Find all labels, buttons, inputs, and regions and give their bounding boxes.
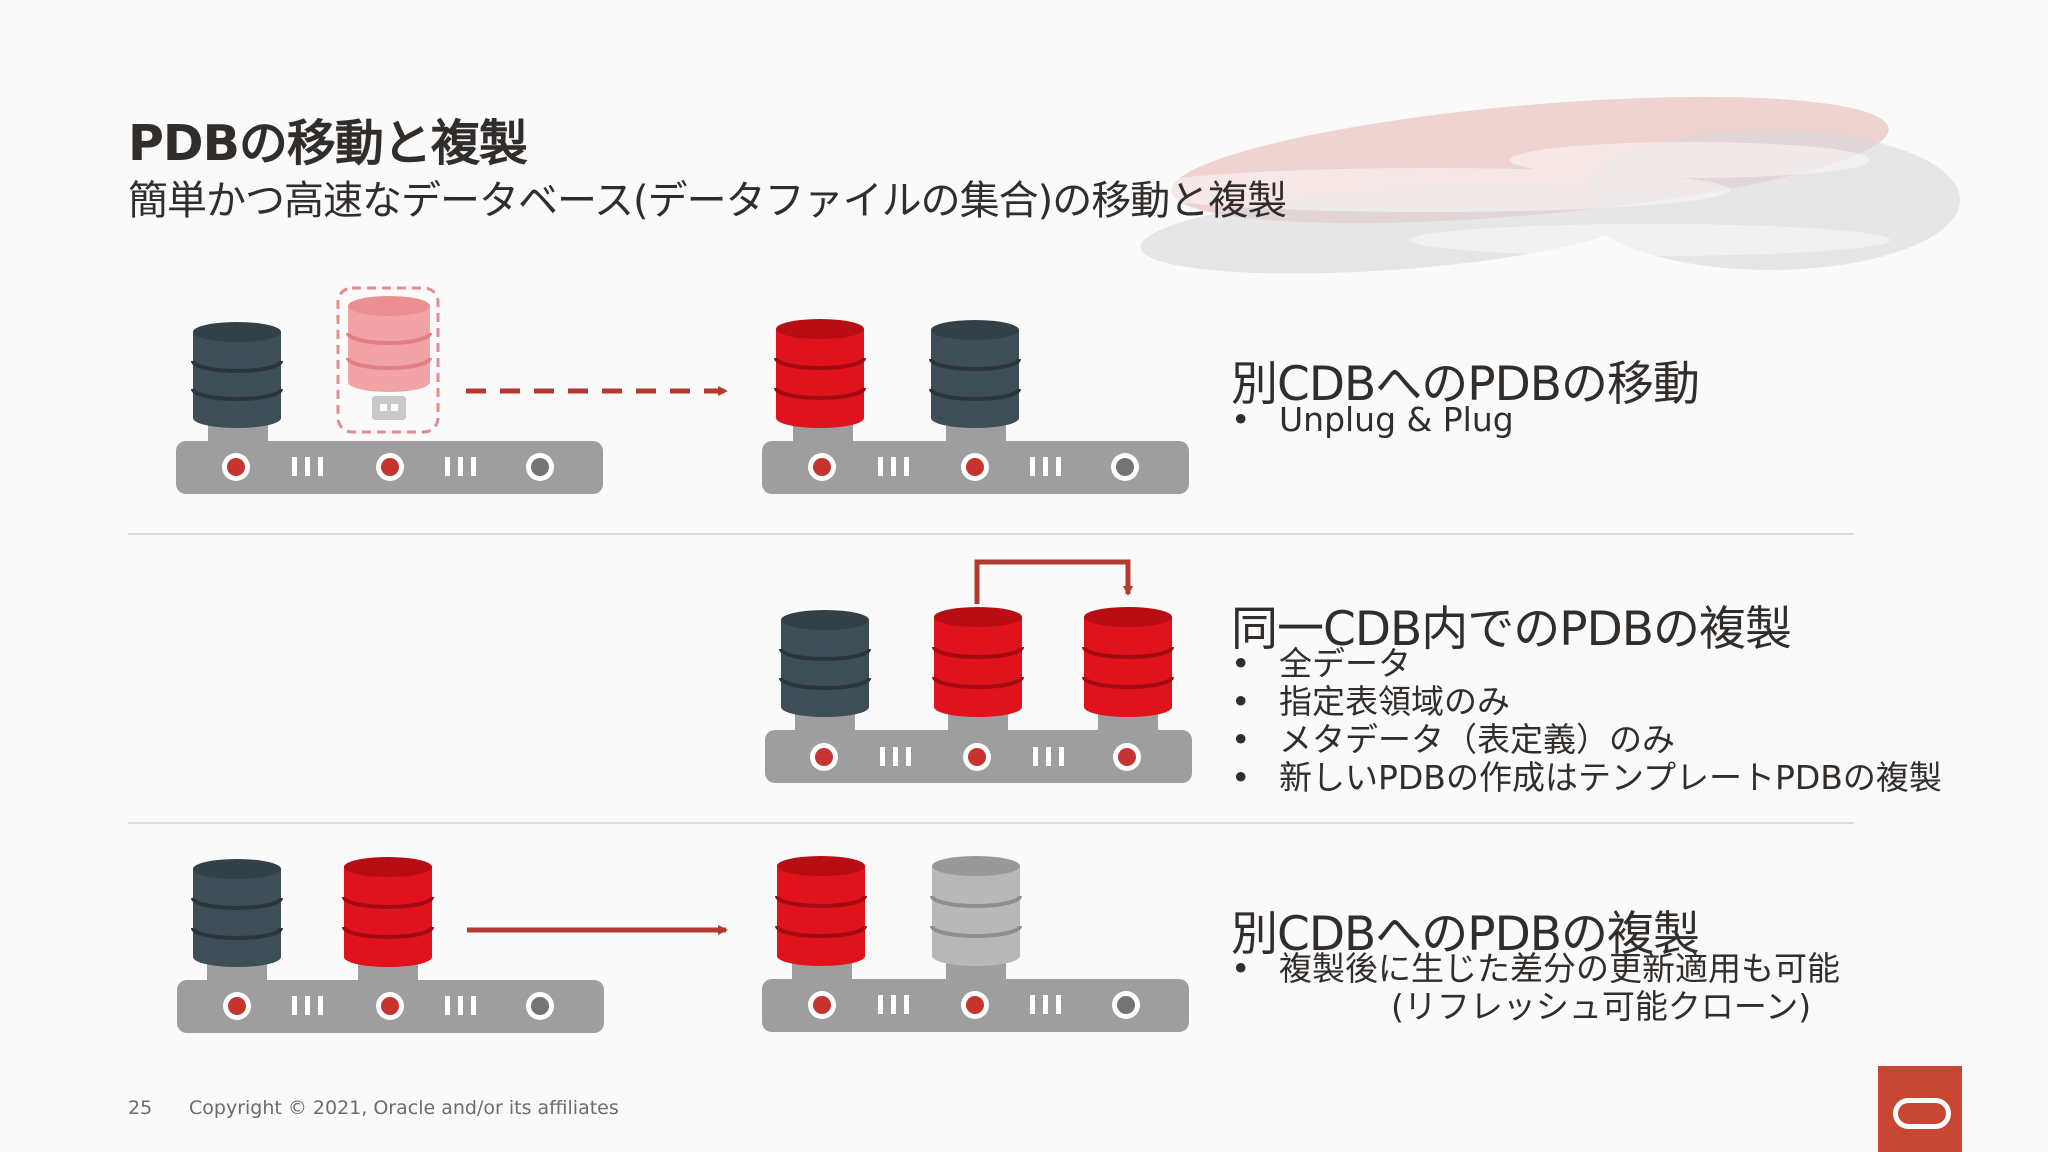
database-dark-icon — [929, 320, 1021, 443]
list-item: 指定表領域のみ — [1231, 683, 1942, 722]
database-red-icon — [775, 856, 867, 981]
oracle-logo-icon — [1893, 1098, 1951, 1129]
bullet-list-clone-remote: 複製後に生じた差分の更新適用も可能 (リフレッシュ可能クローン) — [1231, 950, 1840, 1026]
database-gray-icon — [930, 856, 1022, 981]
list-item: 新しいPDBの作成はテンプレートPDBの複製 — [1231, 759, 1942, 798]
list-item: メタデータ（表定義）のみ — [1231, 721, 1942, 760]
list-item: Unplug & Plug — [1231, 401, 1514, 440]
server-row1-left — [176, 441, 603, 494]
server-row3-left — [177, 980, 604, 1033]
section-divider-2 — [128, 822, 1854, 824]
slide-title: PDBの移動と複製 — [128, 115, 528, 172]
list-item: 複製後に生じた差分の更新適用も可能 — [1231, 950, 1840, 989]
bullet-list-move: Unplug & Plug — [1231, 401, 1514, 440]
section-divider-1 — [128, 533, 1854, 535]
database-red-icon — [342, 857, 434, 982]
server-row2 — [765, 730, 1192, 783]
clone-arrow — [974, 559, 1133, 604]
database-dark-icon — [779, 610, 871, 732]
server-row1-right — [762, 441, 1189, 494]
slide-subtitle: 簡単かつ高速なデータベース(データファイルの集合)の移動と複製 — [128, 178, 1287, 224]
list-item: 全データ — [1231, 645, 1942, 684]
copyright-text: Copyright © 2021, Oracle and/or its affi… — [189, 1097, 619, 1119]
server-row3-right — [762, 979, 1189, 1032]
oracle-logo — [1878, 1066, 1962, 1152]
database-red-icon — [774, 319, 866, 443]
database-red-icon — [1082, 607, 1174, 732]
decorative-pattern — [1130, 96, 1960, 274]
list-item-continuation: (リフレッシュ可能クローン) — [1391, 987, 1812, 1026]
database-dark-icon — [191, 859, 283, 982]
database-red-icon — [932, 607, 1024, 732]
bullet-list-clone-local: 全データ 指定表領域のみ メタデータ（表定義）のみ 新しいPDBの作成はテンプレ… — [1231, 645, 1942, 798]
pluggable-database-icon — [336, 286, 440, 434]
page-number: 25 — [128, 1097, 153, 1119]
database-dark-icon — [191, 322, 283, 443]
